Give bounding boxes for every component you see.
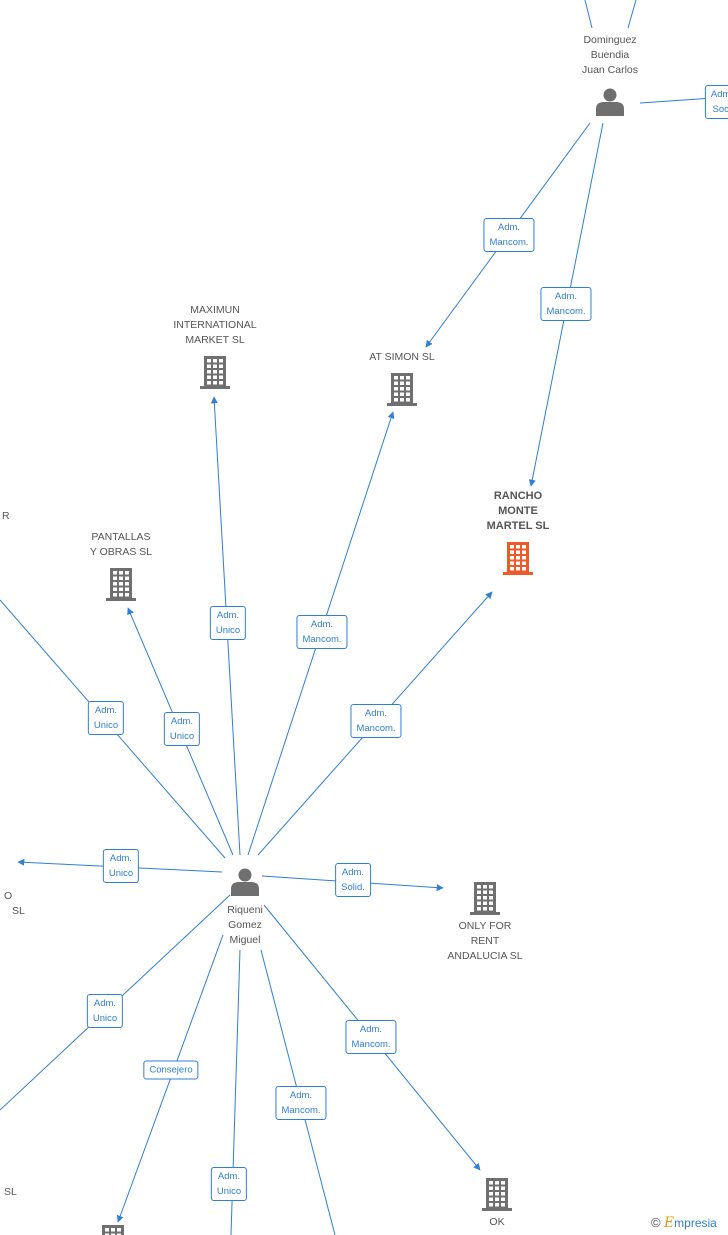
brand-name: mpresia: [674, 1216, 717, 1230]
edge-role-text: Adm.: [216, 610, 240, 621]
edge-role-label[interactable]: Adm. Unico: [87, 701, 125, 735]
edge-role-label[interactable]: Adm. Unico: [210, 1167, 248, 1201]
brand-watermark: © Empresia: [651, 1215, 717, 1231]
edge-role-text: Unico: [108, 868, 134, 879]
node-name-label[interactable]: AT SIMON SL: [369, 350, 435, 365]
clipped-node-label: SL: [4, 1186, 17, 1198]
edge-role-label[interactable]: Adm. Solid.: [335, 863, 371, 897]
building-icon[interactable]: [200, 356, 230, 389]
edge-role-text: Mancom.: [489, 237, 529, 248]
edge-role-label[interactable]: Adm. Soc.: [704, 85, 728, 119]
edge-role-text: Adm.: [310, 619, 334, 630]
edge-role-text: Consejero: [149, 1064, 193, 1076]
node-name-line: AT SIMON SL: [369, 351, 435, 363]
edge-role-text: Mancom.: [356, 723, 396, 734]
edge-role-text: Unico: [92, 1013, 118, 1024]
copyright-symbol: ©: [651, 1215, 661, 1230]
edge-role-label[interactable]: Adm. Mancom.: [540, 287, 592, 321]
brand-initial: E: [663, 1215, 675, 1231]
edge-role-text: Mancom.: [302, 634, 342, 645]
edge-role-label[interactable]: Adm. Mancom.: [345, 1020, 397, 1054]
edge-role-label[interactable]: Consejero: [143, 1060, 199, 1080]
building-icon[interactable]: [106, 568, 136, 601]
edge-role-text: Unico: [215, 625, 241, 636]
person-icon[interactable]: [231, 868, 259, 897]
edge-role-label[interactable]: Adm. Mancom.: [483, 218, 535, 252]
edge-line: [584, 0, 593, 29]
edge-role-text: Mancom.: [546, 306, 586, 317]
node-name-label[interactable]: MAXIMUN INTERNATIONAL MARKET SL: [173, 303, 256, 348]
edge-role-text: Adm.: [359, 1024, 383, 1035]
node-name-label[interactable]: RANCHO MONTE MARTEL SL: [487, 489, 550, 534]
clipped-node-label: R: [2, 510, 10, 522]
node-name-line: MARKET SL: [185, 334, 245, 346]
building-icon[interactable]: [470, 882, 500, 915]
edge-role-label[interactable]: Adm. Unico: [86, 994, 124, 1028]
edge-role-label[interactable]: Adm. Mancom.: [296, 615, 348, 649]
node-name-line: Y OBRAS SL: [89, 546, 153, 558]
clipped-node-label: O: [4, 890, 13, 902]
edge-role-label[interactable]: Adm. Unico: [163, 712, 201, 746]
edge-role-text: Adm.: [93, 998, 117, 1009]
node-name-line: Buendia: [590, 49, 630, 61]
edge-role-text: Adm.: [710, 89, 728, 100]
building-icon[interactable]: [98, 1225, 128, 1235]
node-name-line: MAXIMUN: [190, 304, 240, 316]
edge-role-text: Adm.: [554, 291, 578, 302]
clipped-node-label: SL: [12, 905, 25, 917]
edge-role-text: Adm.: [341, 867, 365, 878]
node-name-line: RANCHO: [493, 490, 543, 502]
edge-role-text: Adm.: [289, 1090, 313, 1101]
edge-role-text: Adm.: [170, 716, 194, 727]
node-name-line: ONLY FOR: [458, 920, 512, 932]
node-name-line: Riqueni: [227, 904, 263, 916]
edge-role-text: Adm.: [364, 708, 388, 719]
edge-role-label[interactable]: Adm. Unico: [209, 606, 247, 640]
node-name-line: ANDALUCIA SL: [447, 950, 523, 962]
edge-role-label[interactable]: Adm. Mancom.: [350, 704, 402, 738]
edge-role-text: Unico: [93, 720, 119, 731]
edge-role-text: Adm.: [94, 705, 118, 716]
edge-role-label[interactable]: Adm. Unico: [102, 849, 140, 883]
node-name-line: PANTALLAS: [91, 531, 151, 543]
edge-role-text: Adm.: [217, 1171, 241, 1182]
person-icon[interactable]: [596, 88, 624, 117]
node-name-line: MONTE: [498, 505, 538, 517]
edge-line: [627, 0, 637, 29]
node-name-line: Dominguez: [583, 34, 637, 46]
building-icon[interactable]: [482, 1178, 512, 1211]
edge-role-text: Mancom.: [281, 1105, 321, 1116]
edge-role-text: Adm.: [109, 853, 133, 864]
edge-role-text: Mancom.: [351, 1039, 391, 1050]
node-name-line: RENT: [470, 935, 500, 947]
node-name-line: Miguel: [229, 934, 261, 946]
edge-role-text: Unico: [216, 1186, 242, 1197]
edge-role-text: Unico: [169, 731, 195, 742]
node-name-line: Juan Carlos: [581, 64, 639, 76]
node-name-line: INTERNATIONAL: [173, 319, 257, 331]
building-icon[interactable]: [503, 542, 533, 575]
node-name-label[interactable]: PANTALLAS Y OBRAS SL: [90, 530, 152, 560]
edge-role-text: Soc.: [712, 104, 728, 115]
edge-role-text: Adm.: [497, 222, 521, 233]
node-name-label[interactable]: ONLY FOR RENT ANDALUCIA SL: [447, 919, 522, 964]
node-name-line: OK: [489, 1216, 505, 1228]
building-icon[interactable]: [387, 373, 417, 406]
node-name-line: Gomez: [228, 919, 262, 931]
node-name-label[interactable]: OK: [489, 1215, 504, 1230]
node-name-line: MARTEL SL: [486, 520, 550, 532]
edge-role-text: Solid.: [341, 882, 365, 893]
edge-role-label[interactable]: Adm. Mancom.: [275, 1086, 327, 1120]
